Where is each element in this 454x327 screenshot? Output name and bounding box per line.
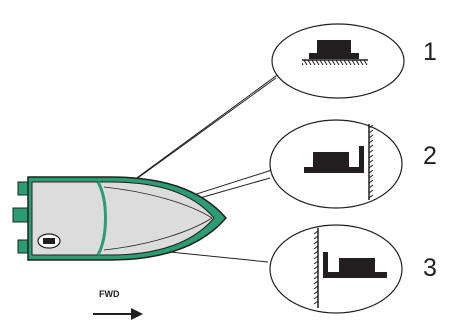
callout-3: 3 — [269, 224, 437, 314]
device-icon — [43, 238, 55, 244]
device-bracket-2 — [359, 146, 364, 173]
device-bracket-3 — [323, 252, 328, 278]
callout-2: 2 — [269, 119, 437, 209]
windshield — [96, 181, 107, 256]
device-base-2 — [304, 167, 364, 173]
fwd-arrow-icon — [131, 308, 143, 320]
boat-top-view — [12, 176, 227, 261]
callout-number-3: 3 — [423, 254, 437, 282]
callout-bubble-3 — [269, 224, 403, 314]
device-body-1 — [317, 40, 351, 54]
callout-number-1: 1 — [423, 38, 437, 66]
surface-hatch-2 — [368, 124, 374, 199]
device-base-3 — [323, 272, 387, 278]
fwd-label: FWD — [99, 289, 120, 299]
device-base-1 — [309, 53, 359, 59]
callout-number-2: 2 — [423, 142, 437, 170]
forward-indicator: FWD — [93, 289, 143, 320]
device-body-2 — [313, 152, 349, 168]
callout-1: 1 — [271, 23, 437, 99]
surface-hatch-1 — [302, 60, 368, 65]
bow-curve-lower — [103, 217, 213, 251]
device-body-3 — [339, 258, 375, 273]
bow-curve — [103, 186, 213, 219]
surface-hatch-3 — [313, 230, 319, 305]
